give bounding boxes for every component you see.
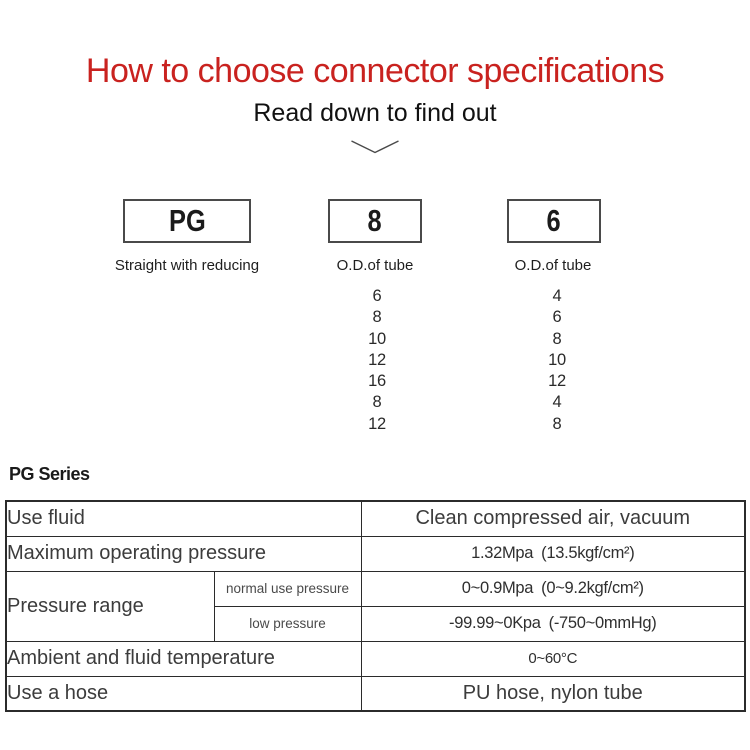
spec-label-temperature: Ambient and fluid temperature <box>5 640 362 677</box>
spec-sublabel-low-pressure: low pressure <box>213 605 362 642</box>
option-item: 12 <box>368 350 386 369</box>
option-item: 16 <box>368 372 386 391</box>
option-item: 10 <box>548 350 566 369</box>
code-box-tube-od-small-label: O.D.of tube <box>514 257 592 274</box>
option-item: 8 <box>552 414 562 433</box>
spec-value-max-pressure: 1.32Mpa (13.5kgf/cm²) <box>360 535 746 572</box>
spec-value-low-pressure: -99.99~0Kpa (-750~0mmHg) <box>360 605 746 642</box>
code-box-series-text: PG <box>168 203 206 238</box>
spec-row-use-fluid: Use fluid Clean compressed air, vacuum <box>5 500 746 537</box>
spec-row-hose: Use a hose PU hose, nylon tube <box>5 675 746 712</box>
code-box-series: PG <box>123 199 251 243</box>
option-item: 12 <box>368 414 386 433</box>
spec-label-max-pressure: Maximum operating pressure <box>5 535 362 572</box>
spec-label-hose: Use a hose <box>5 675 362 712</box>
page-title: How to choose connector specifications <box>85 52 665 90</box>
option-item: 6 <box>552 308 562 327</box>
code-box-tube-od-large-text: 8 <box>367 203 383 238</box>
option-item: 8 <box>552 329 562 348</box>
option-item: 8 <box>372 393 382 412</box>
spec-value-hose: PU hose, nylon tube <box>360 675 746 712</box>
spec-value-temperature: 0~60°C <box>360 640 746 677</box>
spec-table: Use fluid Clean compressed air, vacuum M… <box>5 500 746 712</box>
code-box-tube-od-large-label: O.D.of tube <box>336 257 414 274</box>
page-subtitle: Read down to find out <box>253 99 497 127</box>
tube-od-options-column-1: 6 8 10 12 16 8 12 <box>345 286 409 435</box>
spec-row-normal-pressure: Pressure range normal use pressure 0~0.9… <box>5 570 746 642</box>
code-box-tube-od-large: 8 <box>328 199 422 243</box>
spec-sublabel-normal-pressure: normal use pressure <box>213 570 362 607</box>
option-item: 6 <box>372 287 382 305</box>
code-box-series-label: Straight with reducing <box>114 257 260 274</box>
chevron-down-icon <box>351 140 399 154</box>
option-item: 10 <box>368 329 386 348</box>
spec-row-max-pressure: Maximum operating pressure 1.32Mpa (13.5… <box>5 535 746 572</box>
code-box-tube-od-small: 6 <box>507 199 601 243</box>
option-item: 4 <box>552 393 562 412</box>
spec-value-use-fluid: Clean compressed air, vacuum <box>360 500 746 537</box>
tube-od-options-column-2: 4 6 8 10 12 4 8 <box>525 286 589 435</box>
spec-label-pressure-range: Pressure range <box>5 570 215 642</box>
option-item: 8 <box>372 308 382 327</box>
spec-value-normal-pressure: 0~0.9Mpa (0~9.2kgf/cm²) <box>360 570 746 607</box>
option-item: 12 <box>548 372 566 391</box>
code-box-tube-od-small-text: 6 <box>546 203 562 238</box>
series-heading: PG Series <box>9 464 90 484</box>
spec-label-use-fluid: Use fluid <box>5 500 362 537</box>
spec-row-temperature: Ambient and fluid temperature 0~60°C <box>5 640 746 677</box>
spec-row-low-pressure: low pressure -99.99~0Kpa (-750~0mmHg) <box>6 605 746 642</box>
option-item: 4 <box>552 287 562 305</box>
